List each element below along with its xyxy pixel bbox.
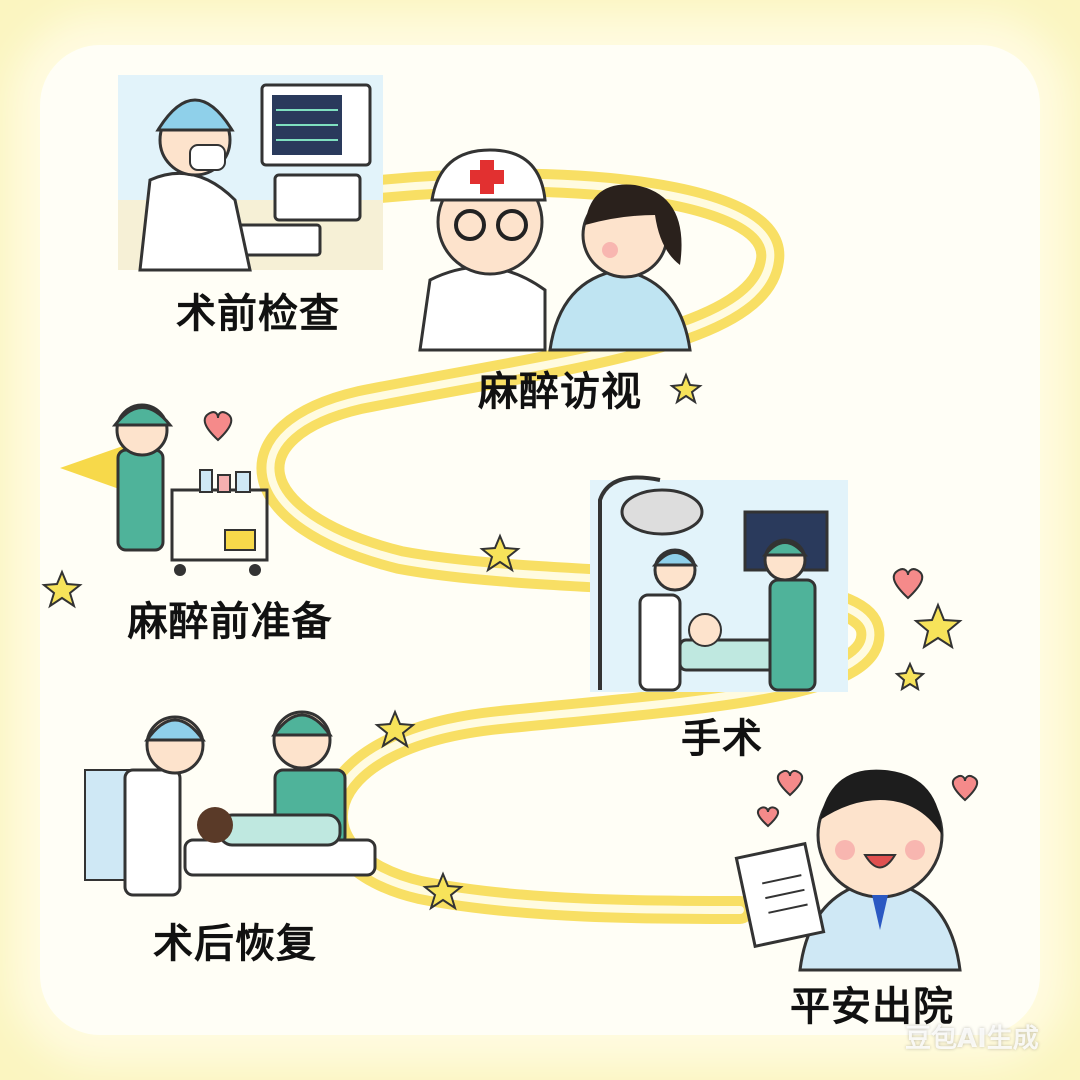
step-label-postop-recovery: 术后恢复 [153, 921, 317, 967]
star-icon [41, 569, 83, 609]
watermark: 豆包AI生成 [905, 1024, 1039, 1054]
heart-icon [756, 806, 780, 828]
scene-pre-anesthesia-prep [111, 403, 269, 576]
scene-discharge [734, 769, 962, 972]
scene-preop-exam [118, 75, 383, 272]
step-label-pre-anesthesia-prep: 麻醉前准备 [127, 599, 333, 645]
step-label-discharge: 平安出院 [790, 984, 954, 1030]
star-icon [913, 602, 963, 650]
star-icon [894, 661, 926, 692]
heart-icon [203, 411, 233, 442]
star-icon [479, 533, 521, 573]
star-icon [422, 871, 464, 911]
scene-anesthesia-visit [418, 148, 692, 352]
heart-icon [951, 774, 979, 802]
surgical-cap-icon [155, 98, 235, 132]
scene-postop-recovery [84, 710, 377, 897]
step-label-anesthesia-visit: 麻醉访视 [478, 369, 642, 415]
surgical-lamp-icon [620, 488, 704, 536]
step-label-surgery: 手术 [681, 716, 763, 762]
star-icon [374, 709, 416, 749]
scene-surgery [590, 475, 848, 692]
step-label-preop-exam: 术前检查 [176, 291, 340, 337]
heart-icon [776, 769, 804, 797]
star-icon [669, 372, 703, 405]
heart-icon [892, 568, 924, 600]
